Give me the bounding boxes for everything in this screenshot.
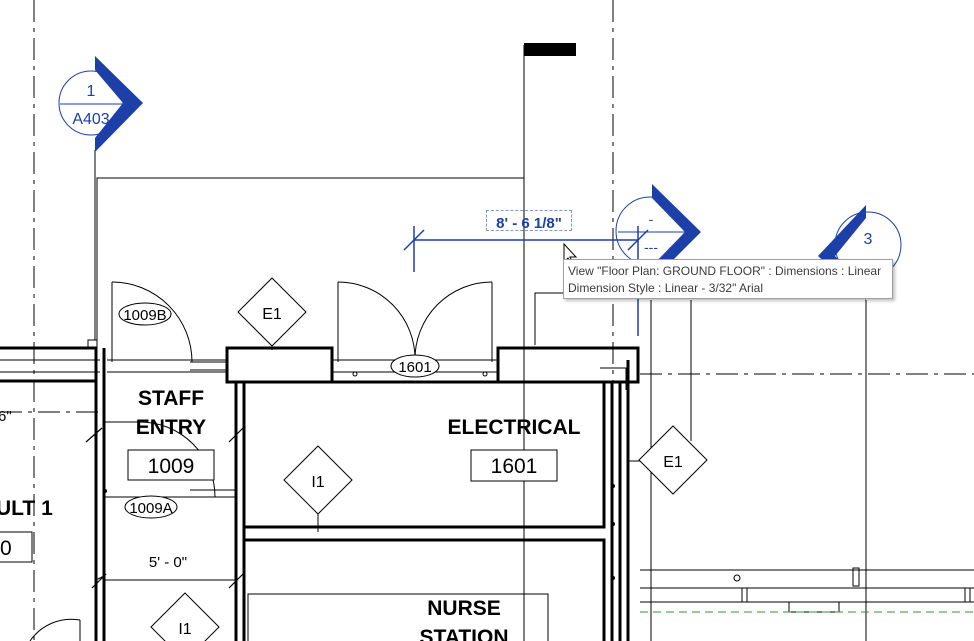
elevation-marker-2-sub: ---: [644, 239, 658, 255]
section-marker-sheet: A403: [72, 111, 109, 128]
elevation-tag-e1-top-text: E1: [262, 306, 282, 323]
elevation-tag-i1-bottom-text: I1: [178, 621, 191, 638]
room-name-staff: STAFF: [138, 387, 204, 410]
door-tag-1009b[interactable]: 1009B: [118, 302, 172, 326]
elevation-marker-2-label: -: [649, 211, 654, 227]
dimension-6[interactable]: 6": [0, 408, 12, 425]
door-tag-1601[interactable]: 1601: [390, 354, 440, 378]
room-name-electrical: ELECTRICAL: [448, 416, 581, 439]
room-number-1601: 1601: [491, 455, 538, 478]
door-swings: [29, 281, 493, 641]
room-name-vault: ULT 1: [0, 497, 53, 520]
elevation-tag-e1-right[interactable]: E1: [628, 425, 708, 495]
structural-block: [524, 43, 576, 56]
section-marker-number: 1: [87, 83, 96, 100]
door-tag-1601-text: 1601: [398, 359, 431, 376]
room-tag-nurse-station[interactable]: NURSE STATION: [419, 597, 508, 641]
section-marker[interactable]: 1 A403: [58, 56, 143, 340]
elevation-marker-3-label: 3: [864, 231, 873, 248]
room-tag-electrical[interactable]: ELECTRICAL 1601: [448, 416, 581, 482]
elevation-tag-e1-top[interactable]: E1: [237, 277, 307, 350]
tooltip-line2: Dimension Style : Linear - 3/32" Arial: [568, 281, 764, 295]
elevation-marker-2[interactable]: - ---: [615, 184, 701, 281]
wall-ticks: [85, 427, 244, 589]
dimension-5-0[interactable]: 5' - 0": [149, 554, 187, 571]
walls: [0, 346, 640, 641]
room-name-nurse: NURSE: [427, 597, 501, 620]
door-tag-1009b-text: 1009B: [123, 307, 166, 324]
small-circles: [352, 371, 971, 603]
dimension-text-selection-box: [486, 210, 572, 231]
elevation-tag-i1-bottom[interactable]: I1: [150, 592, 220, 641]
door-tag-1009a-text: 1009A: [129, 500, 172, 517]
tooltip: View "Floor Plan: GROUND FLOOR" : Dimens…: [563, 259, 893, 299]
room-name-station: STATION: [419, 626, 508, 641]
background-lines: [0, 45, 974, 641]
room-tag-vault[interactable]: ULT 1 0: [0, 497, 53, 563]
door-tag-1009a[interactable]: 1009A: [124, 495, 178, 519]
room-name-entry: ENTRY: [136, 416, 206, 439]
tooltip-line1: View "Floor Plan: GROUND FLOOR" : Dimens…: [568, 264, 882, 278]
elevation-tag-i1-mid-text: I1: [311, 474, 324, 491]
wall-dots: [103, 484, 615, 580]
room-tag-staff-entry[interactable]: STAFF ENTRY 1009: [127, 387, 215, 481]
elevation-tag-e1-right-text: E1: [663, 454, 683, 471]
dimension-value[interactable]: 8' - 6 1/8": [496, 215, 562, 232]
elevation-tag-i1-mid[interactable]: I1: [283, 445, 353, 532]
room-number-vault: 0: [0, 537, 12, 560]
room-number-1009: 1009: [148, 455, 195, 478]
